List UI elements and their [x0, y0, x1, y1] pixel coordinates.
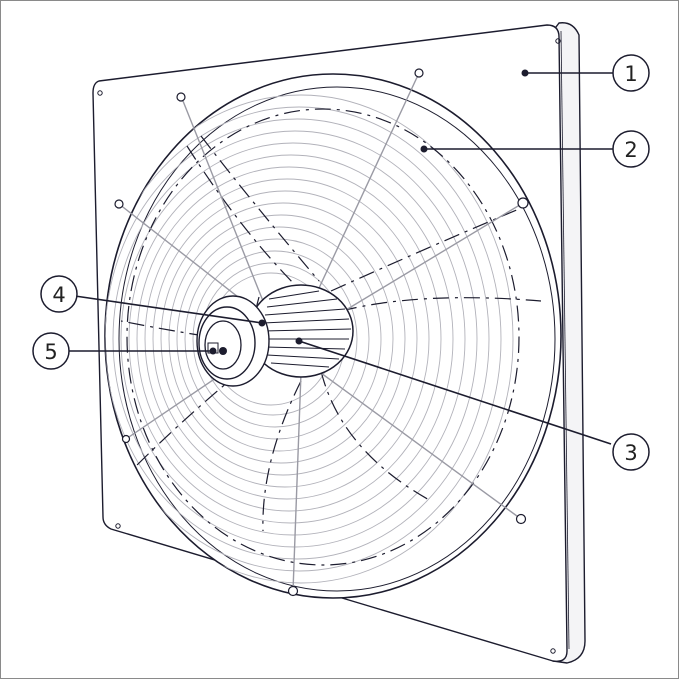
- callout-4-label: 4: [52, 283, 65, 307]
- callout-1-label: 1: [624, 62, 637, 86]
- leader-lines: [69, 72, 613, 445]
- callout-3-label: 3: [624, 441, 637, 465]
- callout-2: 2: [612, 130, 650, 168]
- callout-5: 5: [32, 332, 70, 370]
- leader-line-3: [298, 340, 612, 445]
- leader-line-4: [74, 295, 263, 324]
- callout-3: 3: [612, 433, 650, 471]
- callout-5-label: 5: [44, 340, 57, 364]
- callout-2-label: 2: [624, 138, 637, 162]
- leader-dots: [209, 69, 529, 355]
- motor-hub: [196, 295, 270, 387]
- callout-1: 1: [612, 54, 650, 92]
- callout-4: 4: [40, 275, 78, 313]
